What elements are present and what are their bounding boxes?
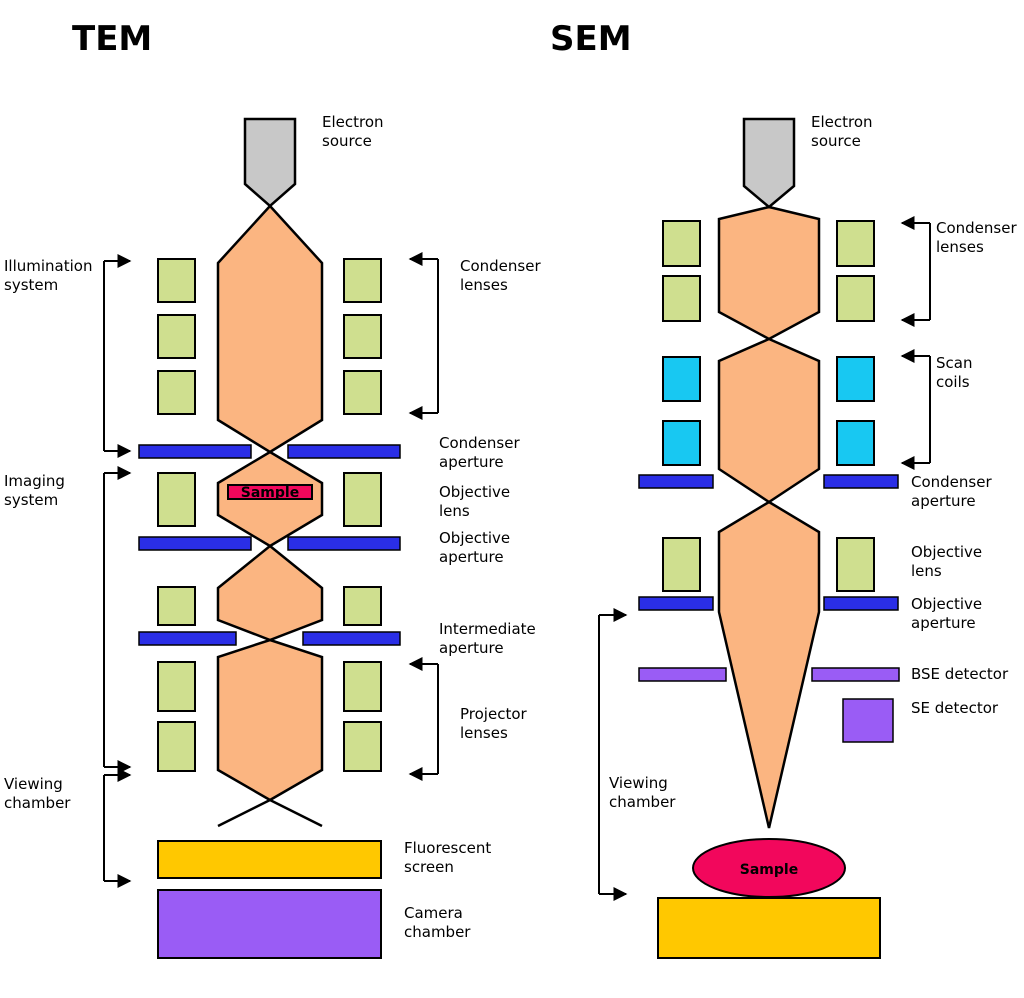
sem-label-se-detector: SE detector	[911, 699, 999, 717]
tem-objective-lens	[157, 472, 382, 527]
sem-right-brackets	[900, 216, 931, 470]
sem-label-viewing-chamber: Viewing chamber	[609, 774, 676, 811]
sem-label-scan-coils: Scan coils	[936, 354, 977, 391]
tem-title: TEM	[72, 19, 152, 59]
tem-intermediate-aperture	[138, 631, 401, 646]
sem-label-bse-detector: BSE detector	[911, 665, 1009, 683]
tem-camera-chamber	[157, 889, 382, 959]
tem-label-intermediate-aperture: Intermediate aperture	[439, 620, 541, 657]
tem-label-objective-aperture: Objective aperture	[439, 529, 515, 566]
tem-label-condenser-aperture: Condenser aperture	[439, 434, 524, 471]
tem-projector-lenses	[157, 661, 382, 772]
sem-electron-beam	[717, 205, 821, 829]
tem-label-camera-chamber: Camera chamber	[404, 904, 471, 941]
sem-sample-stage	[657, 897, 881, 959]
tem-condenser-aperture	[138, 444, 401, 459]
tem-intermediate-lens	[157, 586, 382, 626]
sem-label-objective-lens: Objective lens	[911, 543, 987, 580]
tem-label-objective-lens: Objective lens	[439, 483, 515, 520]
sem-se-detector	[842, 698, 894, 743]
sem-objective-lens	[662, 537, 875, 592]
sem-condenser-aperture	[638, 474, 899, 489]
tem-objective-aperture	[138, 536, 401, 551]
sem-label-condenser-aperture: Condenser aperture	[911, 473, 996, 510]
tem-electron-source	[243, 117, 297, 208]
tem-sample	[227, 484, 313, 500]
sem-left-bracket	[598, 608, 628, 901]
tem-label-illumination-system: Illumination system	[4, 257, 97, 294]
sem-scan-coils	[662, 356, 875, 466]
tem-label-fluorescent-screen: Fluorescent screen	[404, 839, 496, 876]
tem-label-electron-source: Electron source	[322, 113, 388, 150]
sem-condenser-lenses	[662, 220, 875, 322]
sem-label-condenser-lenses: Condenser lenses	[936, 219, 1021, 256]
tem-label-projector-lenses: Projector lenses	[460, 705, 531, 742]
tem-label-imaging-system: Imaging system	[4, 472, 70, 509]
sem-bse-detector	[638, 667, 900, 682]
sem-sample-label: Sample	[740, 862, 798, 878]
sem-label-objective-aperture: Objective aperture	[911, 595, 987, 632]
tem-condenser-lenses	[157, 258, 382, 415]
tem-electron-beam	[216, 204, 324, 828]
sem-title: SEM	[550, 19, 632, 59]
sem-objective-aperture	[638, 596, 899, 611]
tem-left-brackets	[103, 254, 132, 888]
tem-label-viewing-chamber: Viewing chamber	[4, 775, 71, 812]
tem-right-brackets	[408, 252, 439, 781]
sem-electron-source	[742, 117, 796, 209]
tem-label-condenser-lenses: Condenser lenses	[460, 257, 545, 294]
tem-sample-label: Sample	[241, 485, 299, 501]
sem-label-electron-source: Electron source	[811, 113, 877, 150]
tem-fluorescent-screen	[157, 840, 382, 879]
